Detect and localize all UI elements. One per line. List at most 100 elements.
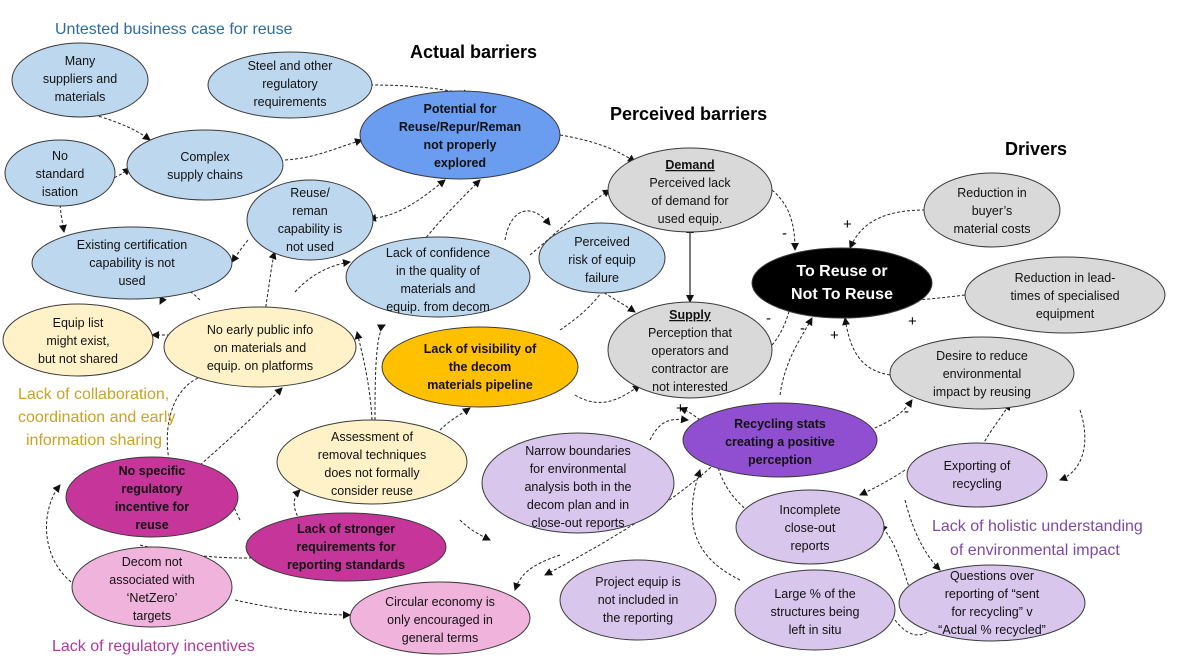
edge-desire-exporting bbox=[1059, 409, 1086, 482]
edge-visibility-supply bbox=[574, 384, 641, 403]
edge-large-questions bbox=[894, 619, 936, 636]
edge-confidence-risk bbox=[504, 210, 551, 241]
group-label-environmental: Lack of holistic understanding of enviro… bbox=[932, 518, 1147, 559]
edge-decom-noreg bbox=[46, 484, 76, 586]
sign-recycling: - bbox=[800, 320, 805, 337]
sign-recycling-desire: - bbox=[904, 403, 909, 420]
group-label-regulatory: Lack of regulatory incentives bbox=[52, 638, 255, 655]
sign-desire: + bbox=[830, 327, 839, 344]
edge-recycling-toreuse bbox=[779, 317, 813, 396]
edge-decom-circular bbox=[234, 599, 351, 619]
edge-reman-potential bbox=[368, 179, 446, 222]
edge-desire-toreuse bbox=[842, 317, 891, 376]
edge-stronger-assessment bbox=[292, 489, 301, 521]
heading-perceived-barriers: Perceived barriers bbox=[610, 104, 767, 124]
heading-actual-barriers: Actual barriers bbox=[410, 42, 537, 62]
group-label-business-case: Untested business case for reuse bbox=[55, 21, 293, 38]
edge-risk-supply bbox=[599, 289, 636, 313]
sign-lead: + bbox=[908, 313, 917, 330]
sign-costs: + bbox=[843, 216, 852, 233]
edge-noinfo-reman bbox=[264, 251, 277, 313]
edge-complex-potential bbox=[284, 138, 363, 161]
sign-lead-minus: - bbox=[913, 289, 918, 306]
heading-drivers: Drivers bbox=[1005, 139, 1067, 159]
edge-assessment-noinfo bbox=[354, 331, 373, 421]
edge-noreg-noinfo2 bbox=[199, 387, 283, 466]
edge-questions-closeout bbox=[879, 524, 911, 591]
edge-confidence-demand bbox=[529, 189, 611, 256]
svg-text:Reduction in lead-times of spe: Reduction in lead-times of specialisedeq… bbox=[1010, 271, 1119, 321]
sign-recycling-supply: + bbox=[676, 400, 685, 417]
edge-demand-toreuse bbox=[771, 189, 799, 251]
edge-exporting-questions bbox=[904, 499, 941, 571]
edge-exporting-closeout bbox=[859, 469, 906, 496]
sign-demand: - bbox=[782, 225, 787, 242]
edge-suppliers-complex bbox=[79, 109, 151, 141]
edge-assessment-visibility bbox=[374, 324, 386, 426]
edge-narrow-recycling bbox=[649, 415, 689, 441]
edge-assessment-visibility2 bbox=[439, 407, 471, 431]
edge-costs-toreuse bbox=[849, 209, 926, 249]
edge-recycling-supply bbox=[679, 406, 701, 421]
edge-narrow-left bbox=[459, 519, 491, 541]
edge-large-recycling bbox=[691, 469, 741, 581]
group-label-collaboration: Lack of collaboration, coordination and … bbox=[18, 386, 180, 449]
